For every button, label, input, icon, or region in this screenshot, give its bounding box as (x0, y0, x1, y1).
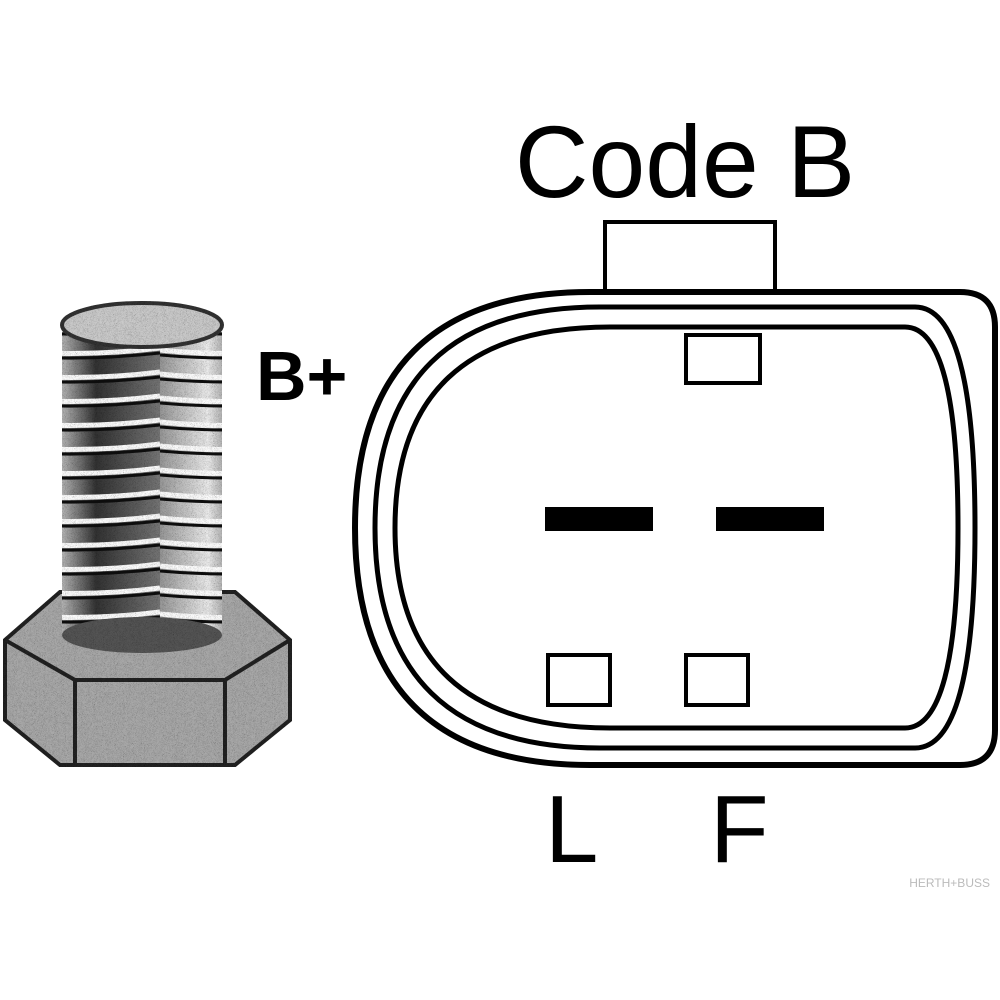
pin-f-label: F (710, 776, 769, 883)
watermark-logo: HERTH+BUSS (909, 876, 990, 890)
pin-slot-right (716, 507, 824, 531)
bolt-terminal-icon (2, 301, 292, 767)
b-plus-label: B+ (256, 337, 347, 415)
code-tab (603, 220, 777, 292)
key-notch (684, 333, 762, 385)
pin-l-notch (546, 653, 612, 707)
code-label: Code B (515, 105, 855, 219)
pin-slot-left (545, 507, 653, 531)
pin-f-notch (684, 653, 750, 707)
connector-housing (351, 220, 998, 768)
pin-l-label: L (545, 776, 598, 883)
